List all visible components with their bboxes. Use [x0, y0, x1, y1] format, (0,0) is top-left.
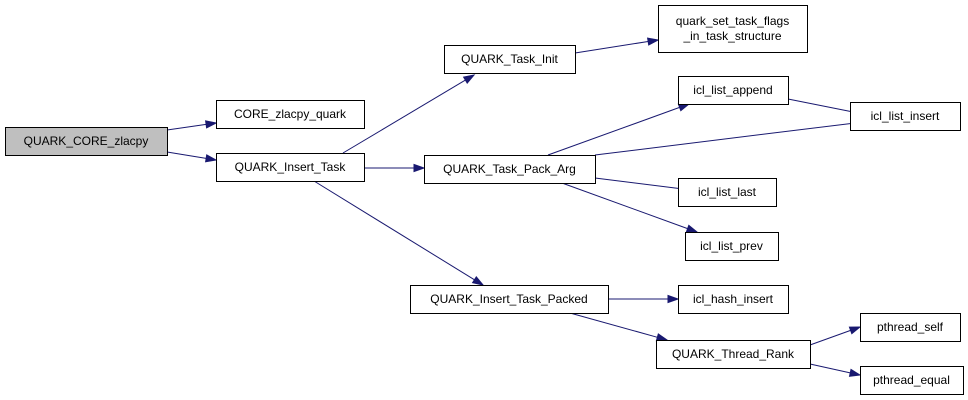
- edge-quark-thread-rank-to-pthread-self: [809, 326, 862, 346]
- node-label: CORE_zlacpy_quark: [234, 107, 347, 121]
- node-box: [444, 45, 576, 74]
- node-label: _in_task_structure: [682, 29, 781, 43]
- edge-quark-insert-task-packed-to-quark-thread-rank: [569, 312, 669, 342]
- edge-line: [166, 123, 207, 131]
- node-quark-task-init[interactable]: QUARK_Task_Init: [444, 45, 576, 74]
- node-quark-thread-rank[interactable]: QUARK_Thread_Rank: [656, 340, 811, 369]
- node-label: QUARK_CORE_zlacpy: [24, 134, 149, 148]
- node-icl-list-insert[interactable]: icl_list_insert: [850, 102, 961, 131]
- node-label: pthread_self: [877, 320, 944, 334]
- edge-line: [809, 363, 851, 374]
- node-box: [678, 285, 789, 314]
- edge-line: [787, 98, 854, 113]
- node-box: [656, 340, 811, 369]
- node-quark-insert-task[interactable]: QUARK_Insert_Task: [216, 153, 365, 182]
- node-label: icl_list_insert: [871, 109, 940, 123]
- arrowhead: [205, 120, 218, 129]
- node-label: QUARK_Insert_Task: [235, 160, 347, 174]
- node-label: icl_list_prev: [700, 239, 763, 253]
- node-label: QUARK_Task_Pack_Arg: [443, 162, 576, 176]
- node-box: [860, 366, 964, 395]
- edge-quark-task-pack-arg-to-icl-list-prev: [561, 182, 699, 233]
- node-label: icl_hash_insert: [693, 292, 774, 306]
- arrowhead: [848, 368, 862, 377]
- edge-quark-task-pack-arg-to-icl-list-append: [547, 103, 691, 156]
- node-icl-list-append[interactable]: icl_list_append: [678, 76, 789, 105]
- node-label: QUARK_Task_Init: [461, 52, 558, 66]
- edge-quark-task-init-to-quark-set-task-flags: [574, 37, 660, 54]
- node-box: [860, 313, 961, 342]
- arrowhead: [471, 275, 485, 286]
- node-icl-hash-insert[interactable]: icl_hash_insert: [678, 285, 789, 314]
- edge-line: [569, 312, 658, 338]
- edge-quark-core-zlacpy-to-core-zlacpy-quark: [166, 120, 218, 131]
- edge-line: [547, 106, 680, 156]
- edge-quark-task-pack-arg-to-icl-list-last: [594, 177, 693, 193]
- node-icl-list-last[interactable]: icl_list_last: [678, 178, 777, 207]
- node-core-zlacpy-quark[interactable]: CORE_zlacpy_quark: [216, 100, 365, 129]
- arrowhead: [667, 294, 680, 304]
- node-label: icl_list_append: [693, 83, 772, 97]
- node-quark-task-pack-arg[interactable]: QUARK_Task_Pack_Arg: [424, 155, 596, 184]
- edge-line: [594, 122, 854, 156]
- edge-quark-insert-task-packed-to-icl-hash-insert: [608, 294, 680, 304]
- node-box: [5, 127, 168, 156]
- edge-line: [594, 177, 682, 190]
- node-box: [410, 285, 609, 314]
- edge-line: [574, 41, 649, 54]
- node-box: [424, 155, 596, 184]
- node-quark-set-task-flags[interactable]: quark_set_task_flags_in_task_structure: [658, 5, 808, 53]
- node-icl-list-prev[interactable]: icl_list_prev: [685, 232, 779, 261]
- node-quark-insert-task-packed[interactable]: QUARK_Insert_Task_Packed: [410, 285, 609, 314]
- arrowhead: [462, 74, 476, 84]
- node-label: pthread_equal: [873, 373, 950, 387]
- node-pthread-equal[interactable]: pthread_equal: [860, 366, 964, 395]
- arrowhead: [677, 103, 691, 112]
- edge-quark-task-pack-arg-to-icl-list-insert: [594, 119, 865, 156]
- node-box: [658, 5, 808, 53]
- node-pthread-self[interactable]: pthread_self: [860, 313, 961, 342]
- node-box: [216, 100, 365, 129]
- arrowhead: [655, 333, 669, 342]
- nodes-layer: QUARK_CORE_zlacpyCORE_zlacpy_quarkQUARK_…: [5, 5, 964, 395]
- node-box: [850, 102, 961, 131]
- node-label: icl_list_last: [698, 185, 757, 199]
- node-label: QUARK_Insert_Task_Packed: [430, 292, 587, 306]
- node-quark-core-zlacpy[interactable]: QUARK_CORE_zlacpy: [5, 127, 168, 156]
- edge-line: [809, 329, 851, 346]
- edge-line: [313, 180, 475, 281]
- node-label: QUARK_Thread_Rank: [672, 347, 795, 361]
- edge-quark-insert-task-to-quark-insert-task-packed: [313, 180, 485, 286]
- edge-line: [166, 151, 207, 159]
- arrowhead: [646, 37, 660, 46]
- edge-quark-core-zlacpy-to-quark-insert-task: [166, 151, 218, 163]
- arrowhead: [848, 326, 862, 335]
- arrowhead: [204, 154, 218, 163]
- node-box: [678, 178, 777, 207]
- node-box: [678, 76, 789, 105]
- edge-line: [561, 182, 688, 230]
- arrowhead: [685, 224, 699, 233]
- edge-quark-insert-task-to-quark-task-pack-arg: [364, 163, 426, 173]
- edge-quark-thread-rank-to-pthread-equal: [809, 363, 862, 377]
- edge-quark-insert-task-to-quark-task-init: [342, 74, 476, 154]
- node-label: quark_set_task_flags: [676, 14, 789, 28]
- node-box: [216, 153, 365, 182]
- arrowhead: [413, 163, 426, 173]
- node-box: [685, 232, 779, 261]
- edge-line: [342, 79, 466, 154]
